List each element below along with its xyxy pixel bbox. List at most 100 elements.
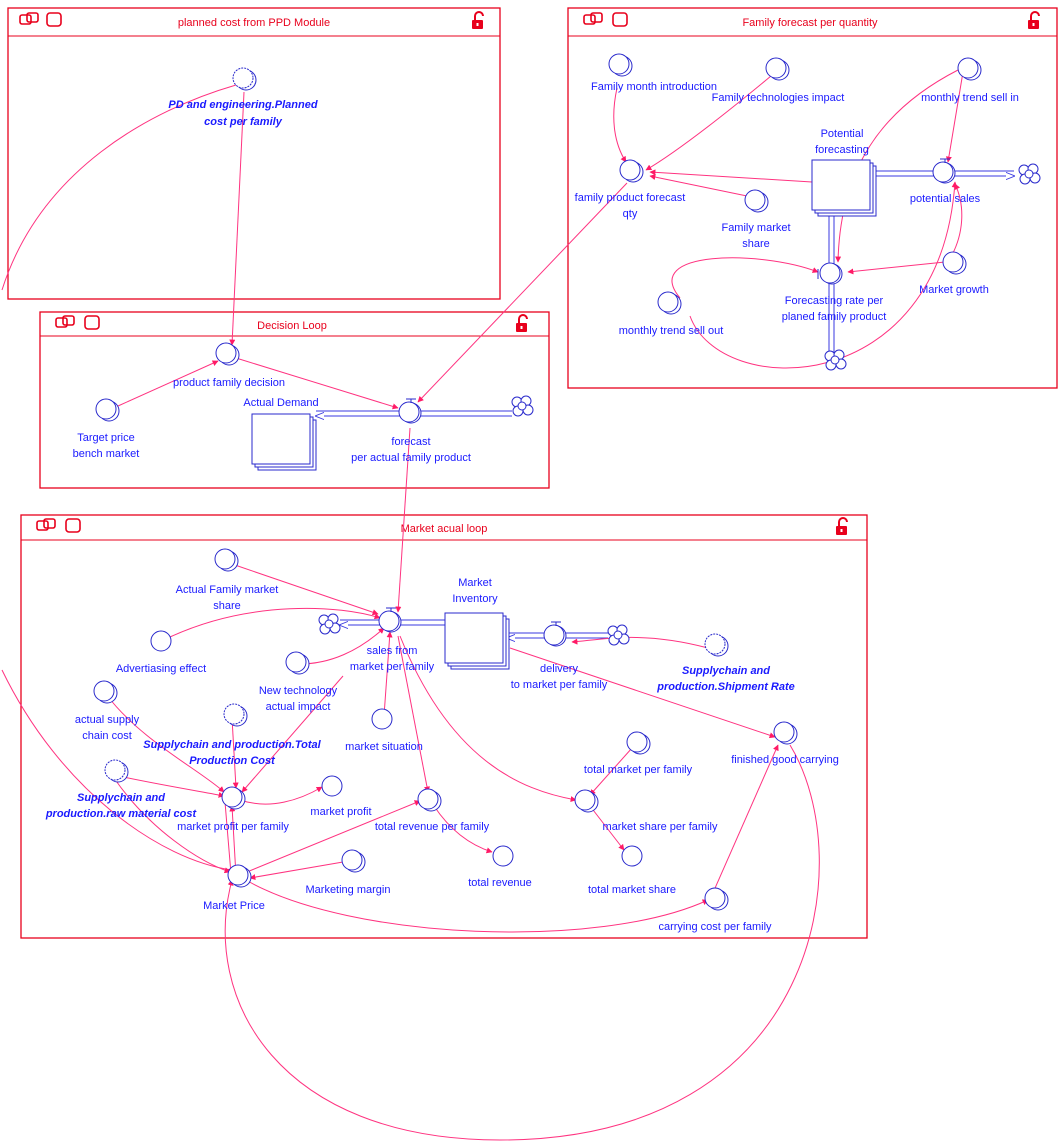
label-advertising-effect: Advertiasing effect: [116, 663, 206, 675]
module-frame: [7, 7, 501, 300]
flow-pipes: [316, 170, 1014, 638]
module-frame: [20, 514, 868, 939]
label-total-market-per-family: total market per family: [584, 764, 693, 776]
converter-product-family-decision[interactable]: [215, 342, 240, 366]
lock-open-icon[interactable]: [836, 517, 848, 535]
converter-market-price[interactable]: [227, 864, 252, 888]
module-frame: [39, 311, 550, 489]
valve-delivery-to-market[interactable]: [543, 621, 567, 647]
label-finished-good-carrying: finished good carrying: [731, 754, 839, 766]
cloud-icon: [511, 395, 534, 417]
converter-total-revenue[interactable]: [492, 845, 514, 867]
cloud-icon: [318, 613, 341, 635]
label-market-profit-per-family: market profit per family: [177, 821, 289, 833]
stock-market-inventory[interactable]: [444, 612, 510, 670]
valve-sales-from-market[interactable]: [378, 607, 402, 633]
converter-family-product-forecast-qty[interactable]: [619, 159, 644, 183]
label-market-profit: market profit: [310, 806, 371, 818]
converter-monthly-trend-sell-out[interactable]: [657, 291, 682, 315]
valve-forecast-per-actual[interactable]: [398, 398, 422, 424]
label-monthly-trend-sell-out: monthly trend sell out: [619, 325, 724, 337]
label-total-revenue: total revenue: [468, 877, 532, 889]
converter-target-price[interactable]: [95, 398, 120, 422]
label-market-growth: Market growth: [919, 284, 989, 296]
converter-pd-planned-cost[interactable]: [232, 67, 257, 91]
module-decision: Decision Loop: [39, 311, 550, 489]
converter-market-profit[interactable]: [321, 775, 343, 797]
converter-raw-material-cost[interactable]: [104, 759, 129, 783]
converter-total-production-cost[interactable]: [223, 703, 248, 727]
converters: [93, 53, 982, 911]
lock-open-icon[interactable]: [516, 314, 528, 332]
converter-advertising-effect[interactable]: [150, 630, 172, 652]
lock-open-icon[interactable]: [1028, 11, 1040, 29]
connectors: [1, 69, 964, 1141]
label-family-technologies-impact: Family technologies impact: [712, 92, 845, 104]
module-icons[interactable]: [19, 12, 62, 27]
label-total-market-share: total market share: [588, 884, 676, 896]
module-title: planned cost from PPD Module: [178, 17, 330, 29]
label-carrying-cost-per-family: carrying cost per family: [658, 921, 772, 933]
valve-potential-sales[interactable]: [932, 158, 956, 184]
module-title: Family forecast per quantity: [742, 17, 878, 29]
converter-total-market-per-family[interactable]: [626, 731, 651, 755]
label-potential-sales: potential sales: [910, 193, 981, 205]
converter-family-technologies-impact[interactable]: [765, 57, 790, 81]
label-family-month-introduction: Family month introduction: [591, 81, 717, 93]
module-ppd: planned cost from PPD Module: [7, 7, 501, 300]
converter-total-market-share[interactable]: [621, 845, 643, 867]
stock-actual-demand[interactable]: [251, 413, 317, 471]
converter-carrying-cost-per-family[interactable]: [704, 887, 729, 911]
module-title: Market acual loop: [401, 523, 488, 535]
converter-market-profit-per-family[interactable]: [221, 786, 246, 810]
module-icons[interactable]: [36, 518, 81, 533]
cloud-icon: [824, 349, 847, 371]
cloud-icon: [1018, 163, 1041, 185]
module-market: Market acual loop: [20, 514, 868, 939]
converter-market-growth[interactable]: [942, 251, 967, 275]
lock-open-icon[interactable]: [472, 11, 484, 29]
label-market-price: Market Price: [203, 900, 265, 912]
converter-actual-supply-chain-cost[interactable]: [93, 680, 118, 704]
converter-shipment-rate[interactable]: [704, 633, 729, 657]
converter-monthly-trend-sell-in[interactable]: [957, 57, 982, 81]
valve-forecasting-rate[interactable]: [817, 262, 843, 285]
module-icons[interactable]: [583, 12, 628, 27]
label-marketing-margin: Marketing margin: [306, 884, 391, 896]
label-market-situation: market situation: [345, 741, 423, 753]
converter-new-technology-impact[interactable]: [285, 651, 310, 675]
stock-potential-forecasting[interactable]: [811, 159, 877, 217]
module-family-forecast: Family forecast per quantity: [567, 7, 1058, 389]
converter-total-revenue-per-family[interactable]: [417, 788, 442, 812]
converter-family-market-share[interactable]: [744, 189, 769, 213]
label-market-share-per-family: market share per family: [603, 821, 718, 833]
converter-family-month-introduction[interactable]: [608, 53, 633, 77]
label-actual-demand: Actual Demand: [243, 397, 318, 409]
label-total-revenue-per-family: total revenue per family: [375, 821, 490, 833]
converter-actual-family-market-share[interactable]: [214, 548, 239, 572]
converter-marketing-margin[interactable]: [341, 849, 366, 873]
module-title: Decision Loop: [257, 320, 327, 332]
label-product-family-decision: product family decision: [173, 377, 285, 389]
converter-finished-good-carrying[interactable]: [773, 721, 798, 745]
module-icons[interactable]: [55, 315, 100, 330]
converter-market-share-per-family[interactable]: [574, 789, 599, 813]
converter-market-situation[interactable]: [371, 708, 393, 730]
